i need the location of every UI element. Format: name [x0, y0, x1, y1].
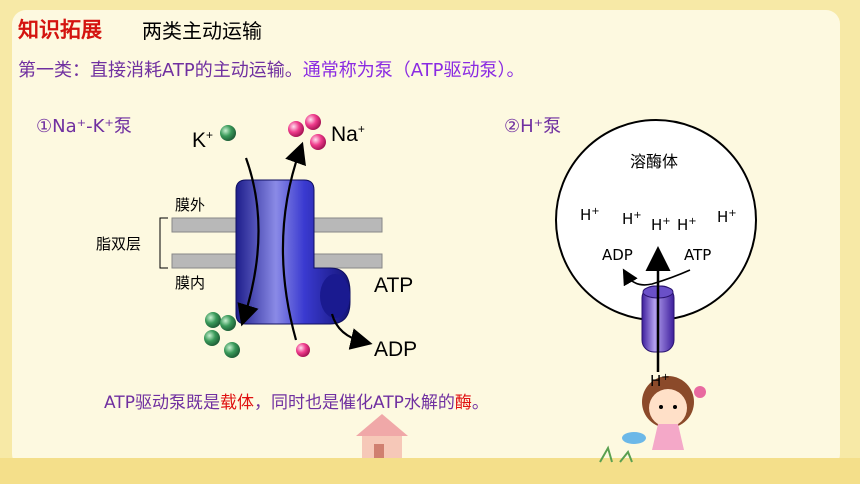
- k-ion-inside: [224, 342, 240, 358]
- lipid-bracket: [159, 217, 168, 269]
- na-k-pump-protein: [235, 179, 351, 325]
- h-pump-label: ②H⁺泵: [504, 116, 562, 137]
- house-decoration: [356, 414, 408, 458]
- section-subtitle: 两类主动运输: [142, 19, 262, 43]
- k-ion-inside: [220, 315, 236, 331]
- girl-decoration: [622, 376, 706, 450]
- summary-part2: ，同时也是催化ATP水解的: [253, 393, 455, 413]
- na-ion-outside: [305, 114, 321, 130]
- h-ion-outside: H+: [650, 372, 670, 390]
- grass-decoration: [599, 445, 633, 463]
- lysosome-label: 溶酶体: [630, 152, 679, 171]
- outside-label: 膜外: [175, 196, 206, 214]
- h-ion: H+: [677, 216, 697, 234]
- na-ion-outside: [310, 134, 326, 150]
- inside-label: 膜内: [175, 274, 206, 292]
- na-ion-inside: [296, 343, 310, 357]
- h-pump-atp-arrow: [622, 268, 691, 287]
- intro-line: 第一类：直接消耗ATP的主动运输。通常称为泵（ATP驱动泵）。: [18, 56, 525, 82]
- na-k-pump-label: ①Na⁺-K⁺泵: [36, 116, 132, 137]
- h-ion: H+: [622, 210, 642, 228]
- na-ion-label: Na+: [331, 122, 365, 146]
- summary-carrier: 载体: [219, 393, 254, 413]
- intro-suffix: 通常称为泵（ATP驱动泵）。: [302, 60, 525, 81]
- na-ion-outside: [288, 121, 304, 137]
- summary-part1: ATP驱动泵既是: [104, 393, 220, 413]
- intro-prefix: 第一类：直接消耗ATP的主动运输。: [18, 60, 303, 81]
- adp-label: ADP: [374, 338, 418, 361]
- h-ion: H+: [651, 216, 671, 234]
- summary-part3: 。: [471, 393, 489, 413]
- bottom-strip: [0, 458, 860, 484]
- section-title: 知识拓展: [18, 18, 102, 42]
- lipid-bilayer-label: 脂双层: [96, 235, 142, 253]
- atp-label: ATP: [374, 274, 414, 297]
- h-pump-atp-label: ATP: [684, 246, 712, 264]
- k-ion-inside: [205, 312, 221, 328]
- h-ion: H+: [717, 208, 737, 226]
- k-transport-arrow: [237, 157, 260, 327]
- atp-hydrolysis-arrow: [330, 313, 373, 350]
- na-transport-arrow: [281, 141, 306, 341]
- summary-enzyme: 酶: [454, 393, 472, 413]
- h-pump-adp-label: ADP: [602, 246, 633, 264]
- k-ion-label: K+: [192, 128, 214, 152]
- k-ion-outside: [220, 125, 236, 141]
- k-ion-inside: [204, 330, 220, 346]
- summary-statement: ATP驱动泵既是载体，同时也是催化ATP水解的酶。: [104, 388, 489, 413]
- h-ion: H+: [580, 206, 600, 224]
